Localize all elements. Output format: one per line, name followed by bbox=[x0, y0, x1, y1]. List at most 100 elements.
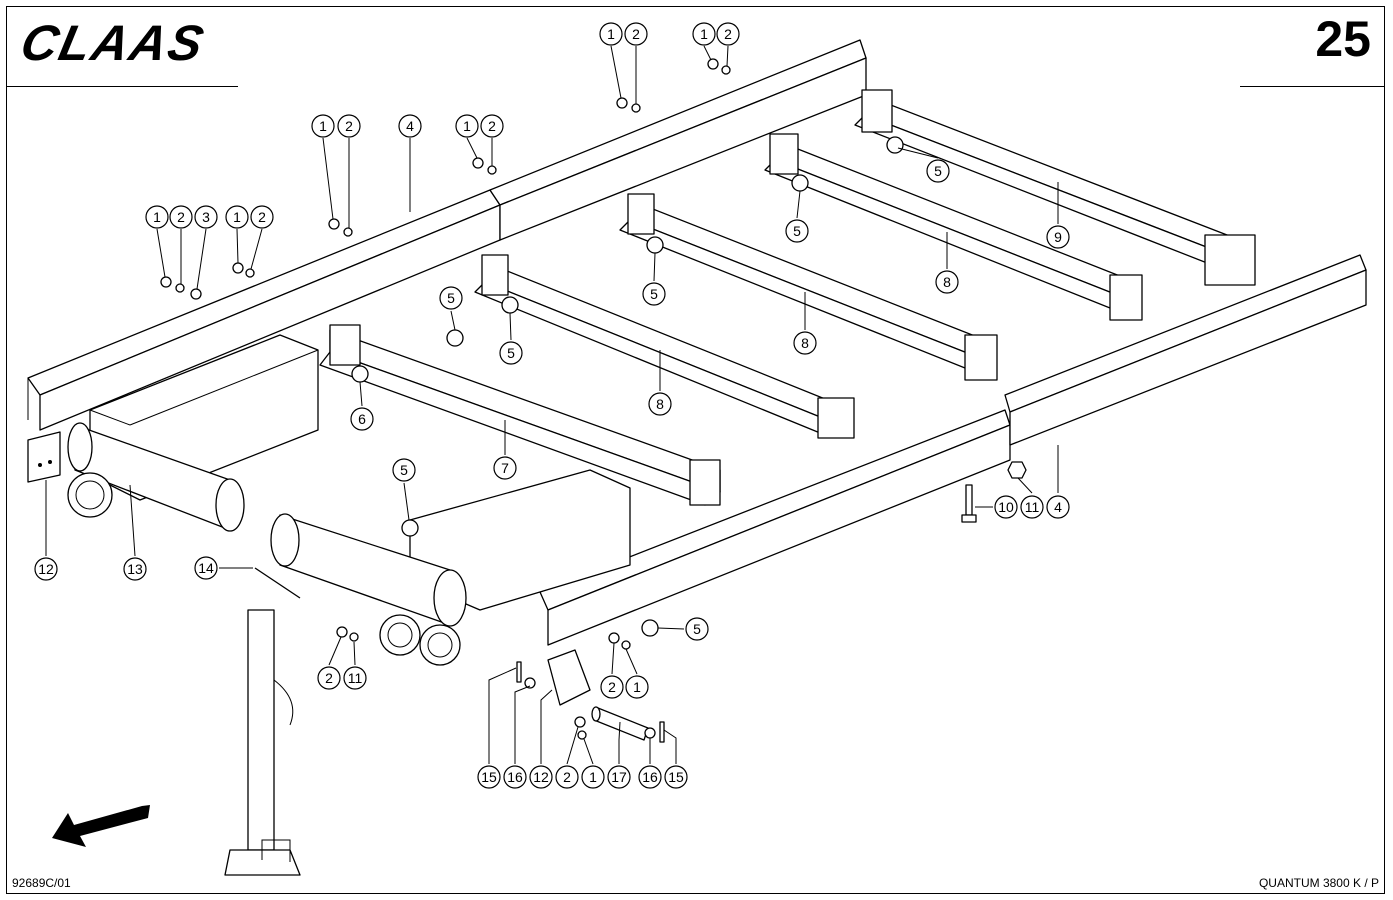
callout-5: 5 bbox=[499, 341, 523, 365]
callout-1: 1 bbox=[599, 22, 623, 46]
svg-text:7: 7 bbox=[501, 460, 509, 476]
callout-5: 5 bbox=[685, 617, 709, 641]
callout-16: 16 bbox=[503, 765, 527, 789]
cross-member-7 bbox=[319, 324, 721, 506]
svg-text:2: 2 bbox=[632, 26, 640, 42]
callout-1: 1 bbox=[311, 114, 335, 138]
callout-5: 5 bbox=[642, 282, 666, 306]
callout-3: 3 bbox=[194, 205, 218, 229]
svg-text:2: 2 bbox=[325, 670, 333, 686]
cross-member-8b bbox=[619, 193, 998, 381]
svg-text:15: 15 bbox=[481, 769, 497, 785]
front-axle-tube bbox=[67, 422, 245, 532]
svg-text:5: 5 bbox=[650, 286, 658, 302]
callout-5: 5 bbox=[392, 458, 416, 482]
svg-text:14: 14 bbox=[198, 560, 214, 576]
pin-17 bbox=[591, 706, 649, 741]
svg-text:1: 1 bbox=[319, 118, 327, 134]
callout-15: 15 bbox=[664, 765, 688, 789]
callout-bubbles: 1 2 1 2 1 2 4 1 2 1 2 3 1 2 5 5 5 5 5 6 … bbox=[34, 22, 1070, 789]
cross-member-8a bbox=[474, 254, 855, 439]
cross-member-9 bbox=[854, 89, 1256, 286]
callout-17: 17 bbox=[607, 765, 631, 789]
callout-14: 14 bbox=[194, 556, 218, 580]
callout-2: 2 bbox=[337, 114, 361, 138]
callout-12: 12 bbox=[34, 557, 58, 581]
svg-text:2: 2 bbox=[724, 26, 732, 42]
left-frame-rail bbox=[27, 39, 867, 431]
callout-2: 2 bbox=[716, 22, 740, 46]
svg-text:1: 1 bbox=[153, 209, 161, 225]
drawing-frame bbox=[6, 6, 1385, 894]
svg-text:12: 12 bbox=[533, 769, 549, 785]
callout-2: 2 bbox=[169, 205, 193, 229]
svg-text:2: 2 bbox=[345, 118, 353, 134]
callout-10: 10 bbox=[994, 495, 1018, 519]
nut-11 bbox=[1007, 461, 1027, 479]
callout-5: 5 bbox=[785, 219, 809, 243]
svg-text:1: 1 bbox=[589, 769, 597, 785]
callout-4: 4 bbox=[1046, 495, 1070, 519]
svg-text:8: 8 bbox=[656, 396, 664, 412]
callout-6: 6 bbox=[350, 407, 374, 431]
callout-13: 13 bbox=[123, 557, 147, 581]
svg-text:2: 2 bbox=[258, 209, 266, 225]
svg-text:17: 17 bbox=[611, 769, 627, 785]
svg-text:13: 13 bbox=[127, 561, 143, 577]
svg-text:11: 11 bbox=[1025, 499, 1040, 515]
svg-text:4: 4 bbox=[1054, 499, 1062, 515]
callout-2: 2 bbox=[600, 675, 624, 699]
callout-11: 11 bbox=[343, 666, 367, 690]
nuts-and-washers bbox=[160, 58, 731, 743]
page-number: 25 bbox=[1315, 11, 1371, 67]
callout-9: 9 bbox=[1046, 225, 1070, 249]
callout-2: 2 bbox=[480, 114, 504, 138]
callout-8: 8 bbox=[935, 270, 959, 294]
svg-text:8: 8 bbox=[801, 335, 809, 351]
svg-text:5: 5 bbox=[934, 163, 942, 179]
right-frame-rail bbox=[539, 254, 1367, 646]
callout-5: 5 bbox=[926, 159, 950, 183]
svg-text:8: 8 bbox=[943, 274, 951, 290]
logo-underline bbox=[6, 86, 238, 87]
rear-axle-tube bbox=[270, 513, 467, 627]
model-name: QUANTUM 3800 K / P bbox=[1258, 876, 1379, 890]
svg-text:1: 1 bbox=[233, 209, 241, 225]
svg-text:2: 2 bbox=[563, 769, 571, 785]
callout-1: 1 bbox=[581, 765, 605, 789]
callout-7: 7 bbox=[493, 456, 517, 480]
svg-text:5: 5 bbox=[400, 462, 408, 478]
svg-text:15: 15 bbox=[668, 769, 684, 785]
callout-8: 8 bbox=[793, 331, 817, 355]
callout-1: 1 bbox=[225, 205, 249, 229]
svg-text:5: 5 bbox=[793, 223, 801, 239]
svg-text:16: 16 bbox=[642, 769, 658, 785]
svg-text:1: 1 bbox=[607, 26, 615, 42]
callout-5: 5 bbox=[439, 286, 463, 310]
callout-2: 2 bbox=[555, 765, 579, 789]
callout-1: 1 bbox=[455, 114, 479, 138]
callout-16: 16 bbox=[638, 765, 662, 789]
svg-text:16: 16 bbox=[507, 769, 523, 785]
svg-text:2: 2 bbox=[488, 118, 496, 134]
callout-8: 8 bbox=[648, 392, 672, 416]
svg-text:1: 1 bbox=[633, 679, 641, 695]
svg-text:1: 1 bbox=[700, 26, 708, 42]
callout-2: 2 bbox=[250, 205, 274, 229]
svg-text:12: 12 bbox=[38, 561, 54, 577]
page-number-underline bbox=[1240, 86, 1385, 87]
callout-4: 4 bbox=[398, 114, 422, 138]
svg-text:3: 3 bbox=[202, 209, 210, 225]
svg-text:6: 6 bbox=[358, 411, 366, 427]
callout-2: 2 bbox=[317, 666, 341, 690]
svg-text:5: 5 bbox=[507, 345, 515, 361]
bracket-12-right bbox=[547, 649, 591, 706]
svg-text:5: 5 bbox=[447, 290, 455, 306]
svg-text:4: 4 bbox=[406, 118, 414, 134]
callout-2: 2 bbox=[624, 22, 648, 46]
arrow-down-left-icon bbox=[52, 805, 150, 847]
callout-12: 12 bbox=[529, 765, 553, 789]
svg-text:9: 9 bbox=[1054, 229, 1062, 245]
bolt-14 bbox=[254, 567, 301, 599]
